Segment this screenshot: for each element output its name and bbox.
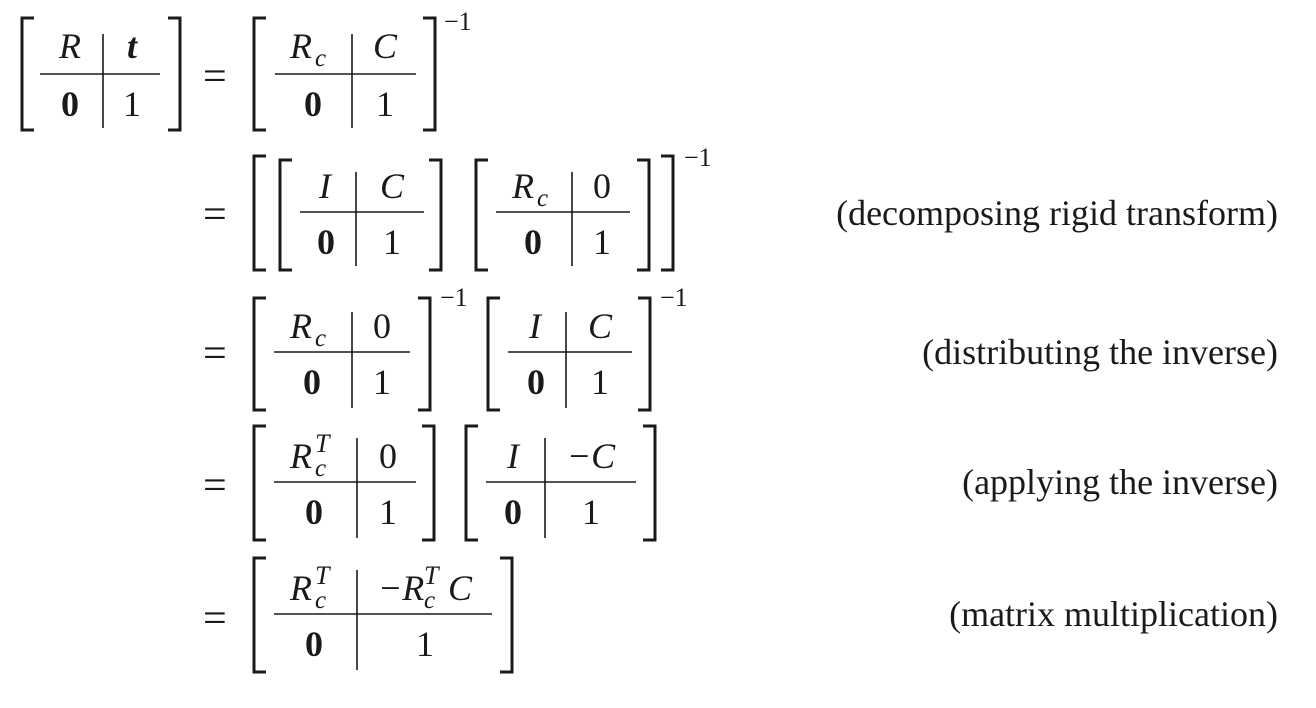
equation-line-3: = R c 0 0 1 −1 I C 0 1 −1 (distributing …: [203, 283, 1278, 412]
matrix-cell-C: C: [588, 306, 613, 346]
left-bracket: [252, 424, 266, 542]
subscript-c: c: [315, 45, 326, 72]
equation-line-1: R t 0 1 = R c C 0 1 −1: [20, 7, 472, 132]
inverse-superscript: −1: [684, 143, 712, 172]
matrix-cell-minus-C: −C: [567, 436, 616, 476]
matrix-cell-R: R: [289, 306, 312, 346]
right-bracket: [429, 158, 443, 272]
left-bracket: [20, 16, 34, 132]
superscript-T: T: [315, 429, 331, 458]
matrix-cell-zero: 0: [61, 84, 79, 124]
equation-line-5: = R c T −R c T C 0 1 (matrix multiplicat…: [203, 556, 1278, 674]
right-bracket: [168, 16, 182, 132]
right-bracket: [422, 424, 436, 542]
left-bracket: [278, 158, 292, 272]
right-bracket: [643, 424, 657, 542]
matrix-cell-I: I: [506, 436, 521, 476]
annotation-multiplication: (matrix multiplication): [949, 594, 1278, 634]
annotation-decomposing: (decomposing rigid transform): [836, 193, 1278, 233]
matrix-cell-one: 1: [582, 492, 600, 532]
equation-line-4: = R c T 0 0 1 I −C 0 1 (applying the inv…: [203, 424, 1278, 542]
rotation-matrix: R c 0 0 1 −1: [252, 283, 468, 412]
matrix-cell-zero-bold: 0: [305, 492, 323, 532]
matrix-cell-zero: 0: [379, 436, 397, 476]
inverse-superscript: −1: [440, 283, 468, 312]
matrix-cell-one: 1: [593, 222, 611, 262]
negative-translation-matrix: I −C 0 1: [464, 424, 657, 542]
camera-matrix: R c C 0 1 −1: [252, 7, 472, 132]
subscript-c: c: [315, 587, 326, 614]
matrix-cell-zero-bold: 0: [303, 362, 321, 402]
matrix-cell-I: I: [318, 166, 333, 206]
matrix-cell-minus-R: −R: [378, 568, 424, 608]
superscript-T: T: [424, 561, 440, 590]
matrix-cell-R: R: [289, 436, 312, 476]
right-bracket: [638, 296, 652, 412]
matrix-cell-R: R: [511, 166, 534, 206]
matrix-cell-R: R: [289, 568, 312, 608]
matrix-cell-C: C: [373, 26, 398, 66]
inverse-superscript: −1: [444, 7, 472, 36]
matrix-cell-R: R: [58, 26, 81, 66]
superscript-T: T: [315, 561, 331, 590]
subscript-c: c: [537, 185, 548, 212]
matrix-cell-zero: 0: [305, 624, 323, 664]
left-bracket: [252, 556, 266, 674]
matrix-cell-zero: 0: [317, 222, 335, 262]
matrix-cell-t: t: [127, 26, 138, 66]
matrix-cell-zero-bold: 0: [524, 222, 542, 262]
matrix-cell-one: 1: [383, 222, 401, 262]
matrix-cell-one: 1: [379, 492, 397, 532]
matrix-cell-one: 1: [591, 362, 609, 402]
matrix-cell-one: 1: [373, 362, 391, 402]
subscript-c: c: [424, 587, 435, 614]
equals-sign: =: [203, 596, 227, 642]
right-bracket: [418, 296, 432, 412]
matrix-cell-one: 1: [123, 84, 141, 124]
matrix-cell-I: I: [528, 306, 543, 346]
matrix-cell-zero: 0: [504, 492, 522, 532]
result-pose-matrix: R c T −R c T C 0 1: [252, 556, 514, 674]
inverse-superscript: −1: [660, 283, 688, 312]
annotation-distributing: (distributing the inverse): [922, 332, 1278, 372]
matrix-cell-zero: 0: [304, 84, 322, 124]
outer-right-bracket: [661, 154, 675, 272]
equation-line-2: = I C 0 1 R c 0 0 1 −1 (decompos: [203, 143, 1278, 272]
equals-sign: =: [203, 192, 227, 238]
left-bracket: [464, 424, 478, 542]
equals-sign: =: [203, 331, 227, 377]
annotation-applying: (applying the inverse): [962, 462, 1278, 502]
right-bracket: [500, 556, 514, 674]
outer-left-bracket: [252, 154, 266, 272]
matrix-cell-C: C: [380, 166, 405, 206]
matrix-cell-zero: 0: [527, 362, 545, 402]
matrix-cell-C: C: [448, 568, 473, 608]
rotation-matrix: R c 0 0 1: [474, 158, 651, 272]
matrix-cell-one: 1: [376, 84, 394, 124]
matrix-cell-zero: 0: [373, 306, 391, 346]
translation-matrix: I C 0 1: [278, 158, 443, 272]
left-bracket: [486, 296, 500, 412]
equals-sign: =: [203, 463, 227, 509]
translation-matrix: I C 0 1 −1: [486, 283, 688, 412]
subscript-c: c: [315, 325, 326, 352]
equals-sign: =: [203, 54, 227, 100]
rotation-transpose-matrix: R c T 0 0 1: [252, 424, 436, 542]
left-bracket: [252, 296, 266, 412]
matrix-cell-R: R: [289, 26, 312, 66]
matrix-cell-one: 1: [416, 624, 434, 664]
left-bracket: [252, 16, 266, 132]
subscript-c: c: [315, 455, 326, 482]
left-bracket: [474, 158, 488, 272]
right-bracket: [423, 16, 437, 132]
matrix-cell-zero: 0: [593, 166, 611, 206]
lhs-pose-matrix: R t 0 1: [20, 16, 182, 132]
right-bracket: [637, 158, 651, 272]
